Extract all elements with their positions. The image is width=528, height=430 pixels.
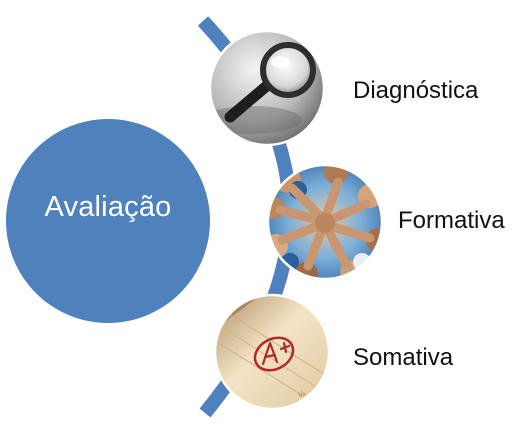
svg-text:¼: ¼ — [297, 388, 308, 399]
item-label-somativa: Somativa — [353, 344, 454, 371]
graded-paper-icon: ¼ — [213, 293, 331, 411]
item-label-formativa: Formativa — [398, 207, 505, 234]
magnifying-glass-icon — [208, 29, 326, 147]
item-label-diagnostica: Diagnóstica — [353, 77, 479, 104]
center-circle — [6, 119, 210, 323]
center-label: Avaliação — [44, 191, 172, 223]
